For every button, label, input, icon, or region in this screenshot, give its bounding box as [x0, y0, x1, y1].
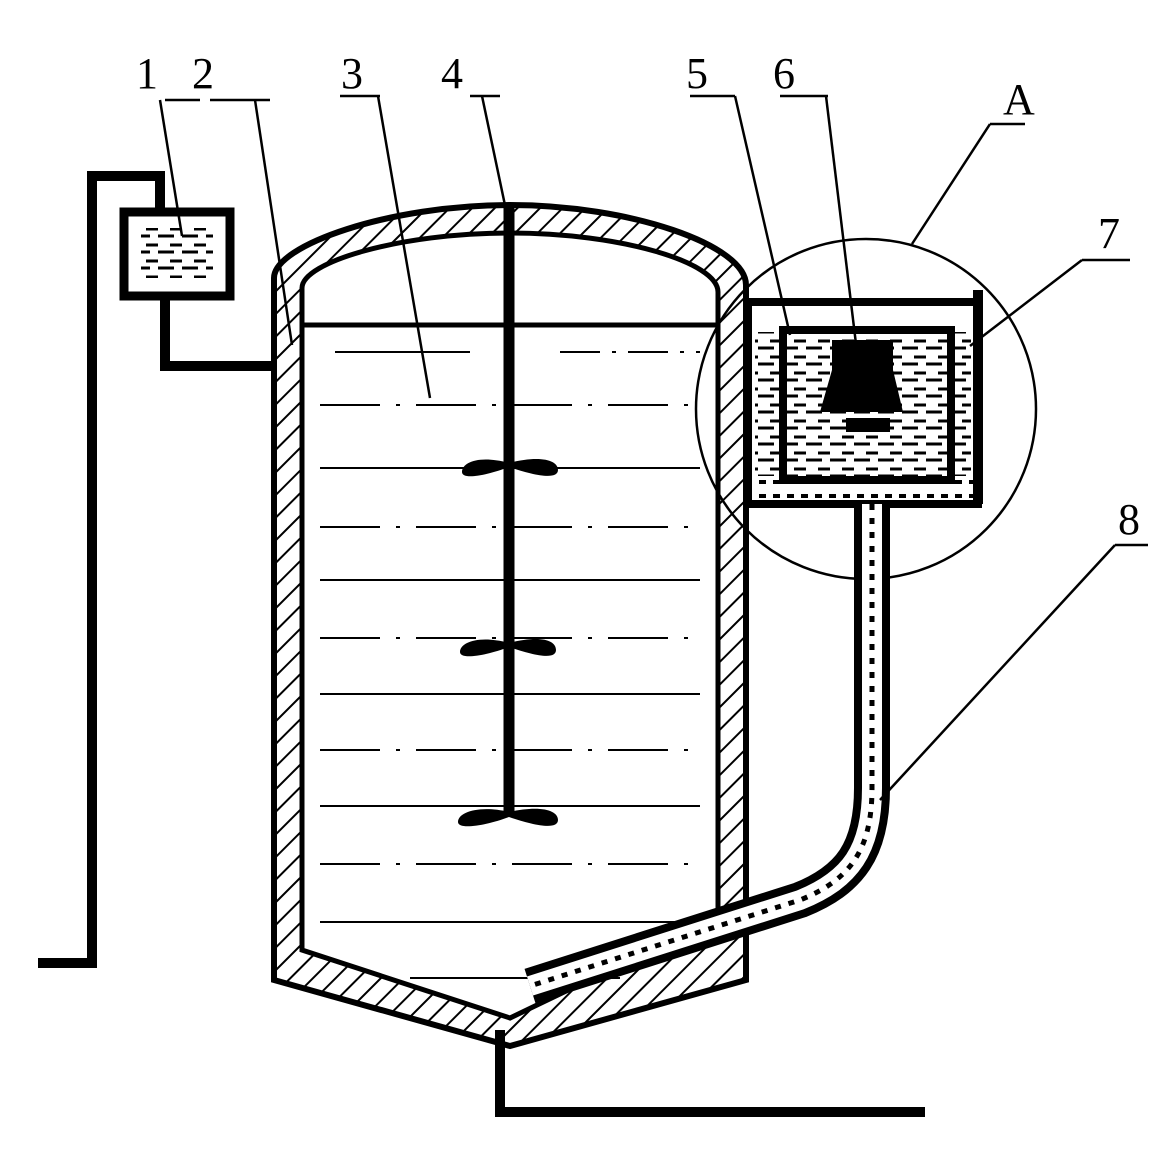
connection-tube: [524, 504, 890, 1004]
feed-tank: [119, 207, 312, 371]
label-6: 6: [773, 49, 795, 98]
support-frame: [38, 171, 165, 968]
label-2: 2: [192, 49, 214, 98]
label-4: 4: [441, 49, 463, 98]
label-1: 1: [136, 49, 158, 98]
label-A: A: [1003, 75, 1035, 124]
label-5: 5: [686, 49, 708, 98]
sensor-container: [744, 290, 983, 508]
leader-lines: [158, 94, 1148, 801]
outlet-pipe: [495, 1030, 925, 1117]
label-8: 8: [1118, 495, 1140, 544]
label-3: 3: [341, 49, 363, 98]
agitator: [458, 205, 558, 827]
label-7: 7: [1098, 209, 1120, 258]
labels: 1 2 3 4 5 6 A 7 8: [136, 49, 1140, 544]
